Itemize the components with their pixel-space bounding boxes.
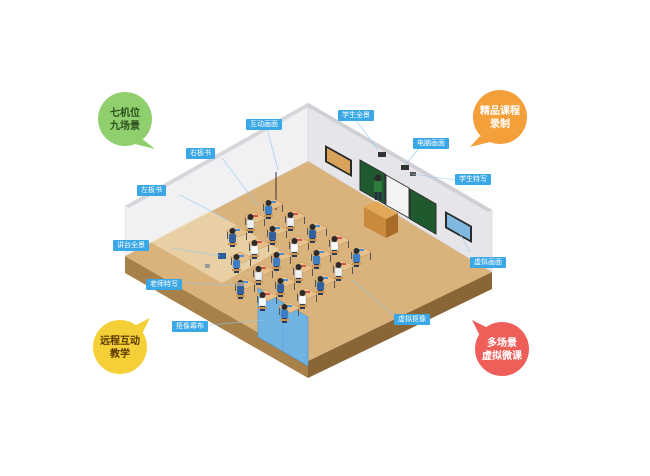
label-interactive-screen: 互动画面 (246, 119, 282, 130)
desk-with-student (295, 287, 319, 309)
blackboard-left (359, 159, 386, 205)
desk-with-student (291, 261, 315, 283)
desk-with-student (313, 273, 337, 295)
bubble-text-line: 录制 (490, 119, 510, 130)
desk-with-student (327, 233, 351, 255)
bubble-text-line: 精品课程 (480, 106, 520, 117)
feature-bubble-virtual-microlesson: 多场景 虚拟微课 (470, 318, 530, 376)
desk-with-student (225, 225, 249, 247)
label-teacher-closeup: 老师特写 (146, 279, 182, 290)
label-podium-panorama: 讲台全景 (113, 240, 149, 251)
desk-with-student (331, 259, 355, 281)
leader-virtual-screen (457, 229, 471, 253)
bubble-text-line: 远程互动 (100, 336, 140, 347)
camera-mid (401, 165, 409, 170)
desk-with-student (277, 301, 301, 323)
label-student-closeup: 学生特写 (455, 174, 491, 185)
leader-podium (171, 247, 221, 257)
desk-with-student (305, 221, 329, 243)
bubble-text-line: 虚拟微课 (482, 351, 522, 362)
interactive-whiteboard (385, 174, 410, 219)
label-computer-screen: 电脑画面 (413, 138, 449, 149)
desk-with-student (229, 251, 253, 273)
leader-student-closeup (411, 173, 456, 181)
label-virtual-matting: 虚拟抠像 (394, 314, 430, 325)
desk-with-student (287, 235, 311, 257)
student-desks (225, 197, 373, 323)
desk-with-student (283, 209, 307, 231)
desk-with-student (269, 249, 293, 271)
teacher-head (374, 174, 382, 182)
desk-with-student (251, 263, 275, 285)
desk-with-student (309, 247, 333, 269)
bubble-text-line: 教学 (110, 349, 130, 360)
leader-left-board (179, 194, 229, 221)
leader-right-board (221, 157, 259, 207)
classroom-floor (125, 161, 492, 361)
desk-with-student (349, 245, 373, 267)
label-virtual-screen: 虚拟画面 (470, 257, 506, 268)
right-wall-top (308, 103, 492, 212)
leader-virtual-matting (351, 279, 396, 317)
desk-with-student (243, 211, 267, 233)
desk-with-student (273, 275, 297, 297)
camera-top (378, 152, 386, 157)
teacher-body (374, 181, 382, 192)
desk-with-student (265, 223, 289, 245)
feature-bubble-remote-teaching: 远程互动 教学 (90, 316, 150, 374)
blackboard-right (409, 188, 437, 235)
desk-with-student (247, 237, 271, 259)
feature-bubble-seven-cameras: 七机位 九场景 (95, 92, 155, 149)
leader-computer (404, 146, 421, 166)
desk-with-student (261, 197, 285, 219)
leader-curtain (209, 319, 266, 326)
bubble-text-line: 九场景 (110, 121, 140, 132)
floor-side-right (308, 272, 492, 378)
leader-student-pano (355, 119, 379, 151)
label-left-board: 左板书 (137, 185, 166, 196)
label-matting-curtain: 抠像幕布 (172, 321, 208, 332)
feature-bubble-course-recording: 精品课程 录制 (468, 90, 528, 147)
podium-chair (218, 253, 226, 259)
label-student-panorama: 学生全景 (338, 110, 374, 121)
desk-with-student (255, 289, 279, 311)
leader-teacher (184, 282, 239, 286)
label-right-board: 右板书 (186, 148, 215, 159)
leader-interactive (266, 127, 279, 171)
bubble-text-line: 多场景 (487, 338, 517, 349)
bubble-text-line: 七机位 (110, 108, 140, 119)
lectern (364, 207, 386, 238)
podium-zone (150, 210, 280, 283)
